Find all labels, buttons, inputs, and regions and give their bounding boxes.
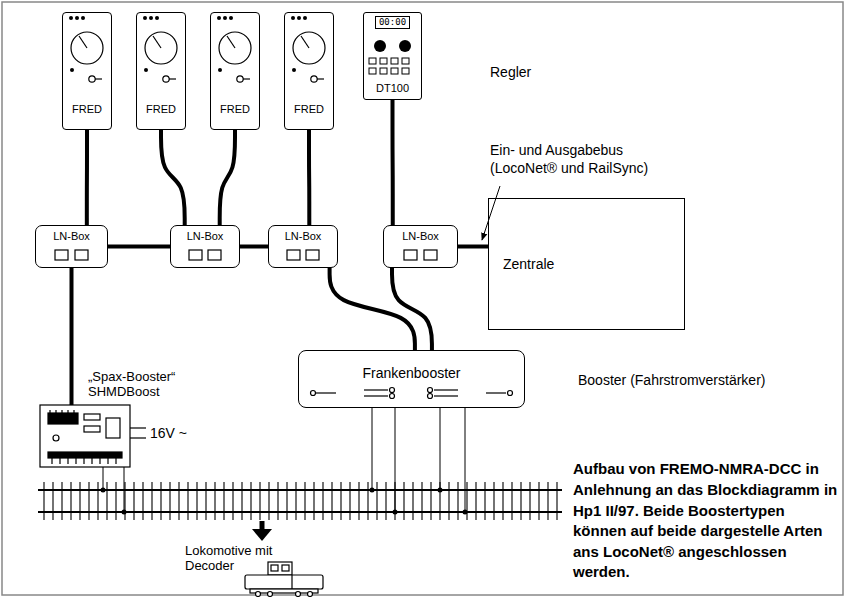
booster-terminals <box>311 388 513 399</box>
bus-cable <box>240 245 268 249</box>
voltage-label: 16V ~ <box>150 424 187 442</box>
node-text: FRED <box>294 103 324 116</box>
throttle-box: FRED <box>284 12 334 130</box>
ln-box: LN-Box <box>268 225 338 268</box>
node-text: FRED <box>220 103 250 116</box>
dt100-keys <box>369 40 411 74</box>
pointer-arrow <box>252 521 272 541</box>
spax-board <box>40 405 146 467</box>
fred-icon <box>291 16 325 82</box>
bus-cable <box>391 100 395 225</box>
node-text: LN-Box <box>402 230 439 243</box>
group-label: Booster (Fahrstromverstärker) <box>578 371 765 389</box>
locomotive <box>245 562 323 597</box>
fred-icon <box>217 16 251 82</box>
throttle-box: FRED <box>210 12 260 130</box>
booster-box: Frankenbooster <box>298 350 525 408</box>
ln-box: LN-Box <box>383 225 458 268</box>
caption: Aufbau von FREMO-NMRA-DCC in Anlehnung a… <box>573 459 839 583</box>
bus-cable <box>70 268 74 405</box>
handheld-box: 00:00DT100 <box>363 12 422 100</box>
node-text: FRED <box>72 103 102 116</box>
bus-label: Ein- und Ausgabebus (LocoNet® und RailSy… <box>490 141 670 177</box>
bus-cable <box>220 130 235 225</box>
node-text: Frankenbooster <box>362 365 460 381</box>
booster-board: „Spax-Booster“ SHMDBoost <box>40 405 130 467</box>
bus-cable <box>392 268 432 350</box>
fred-icon <box>69 16 103 82</box>
node-text: DT100 <box>376 82 409 95</box>
locomotive-label: Lokomotive mit Decoder <box>185 543 293 573</box>
booster-heading: „Spax-Booster“ SHMDBoost <box>88 369 192 399</box>
ln-sockets <box>55 250 437 260</box>
feeder-wires <box>103 408 465 512</box>
fred-icon <box>143 16 177 82</box>
bus-cable <box>161 130 185 225</box>
bus-cable <box>307 130 311 225</box>
node-text: FRED <box>146 103 176 116</box>
display-text: 00:00 <box>375 16 410 29</box>
node-text: LN-Box <box>187 230 224 243</box>
bus-cable <box>108 245 170 249</box>
bus-cable <box>85 130 89 225</box>
bus-cable <box>458 245 488 249</box>
ln-box: LN-Box <box>170 225 240 268</box>
bus-cable <box>330 268 415 350</box>
ln-box: LN-Box <box>35 225 108 268</box>
track <box>38 482 562 520</box>
node-text: LN-Box <box>53 230 90 243</box>
central-box: Zentrale <box>488 198 685 330</box>
node-text: Zentrale <box>503 256 554 272</box>
feeder-dots <box>101 488 468 515</box>
leader-arrow <box>482 186 500 240</box>
node-text: LN-Box <box>285 230 322 243</box>
throttle-box: FRED <box>136 12 186 130</box>
throttle-box: FRED <box>62 12 112 130</box>
group-label: Regler <box>490 63 531 81</box>
